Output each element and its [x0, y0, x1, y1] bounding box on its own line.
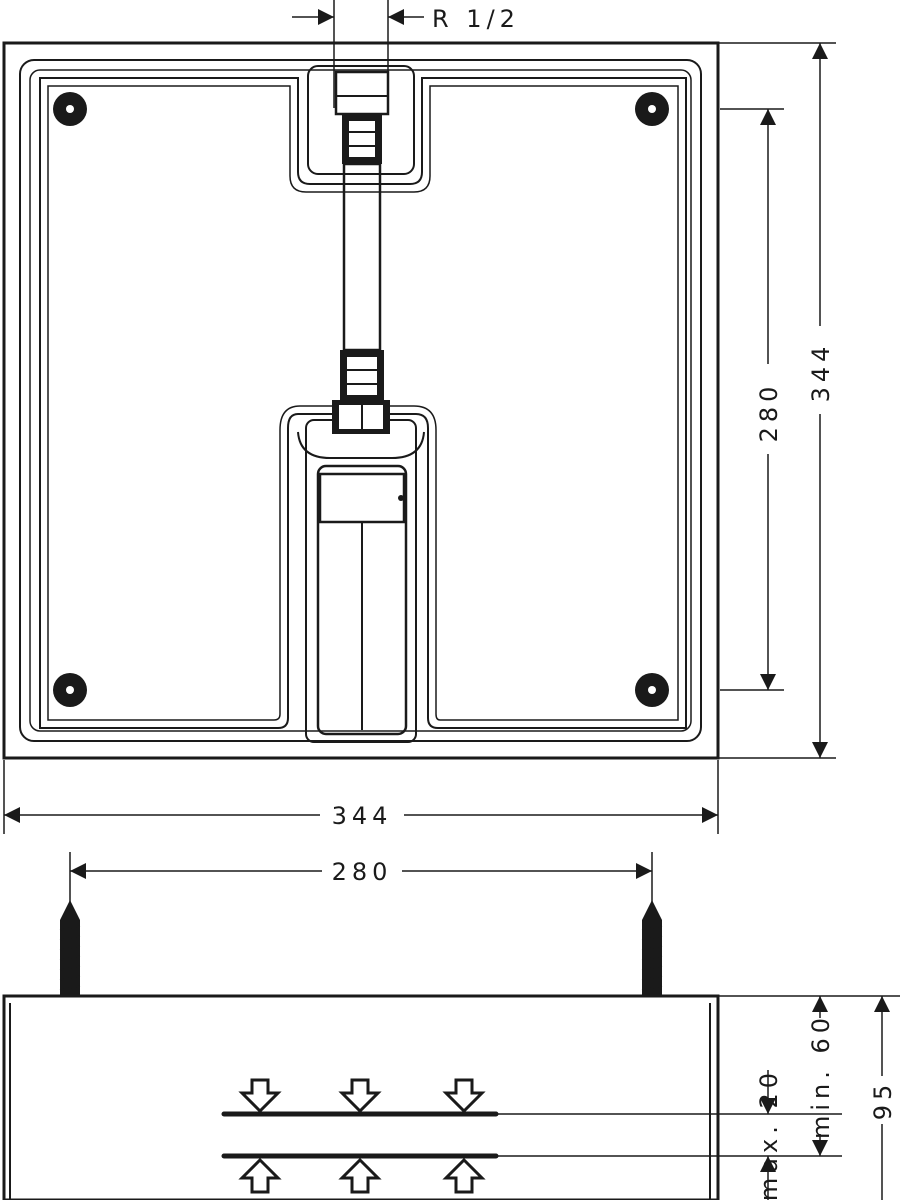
mounting-hole-icon: [53, 92, 87, 126]
height-value: 344: [807, 342, 835, 403]
side-height-value: 95: [869, 1080, 897, 1121]
max-clearance-label: max. 20: [755, 1068, 783, 1200]
arrow-up-icon: [338, 1157, 382, 1194]
mounting-hole-icon: [53, 673, 87, 707]
thread-size-label: R 1/2: [432, 5, 520, 33]
screw-spacing-value: 280: [755, 382, 783, 443]
dimension-width: 344: [3, 760, 719, 834]
screw-icon: [641, 900, 663, 996]
inner-frame-bevel: [29, 69, 692, 732]
dimension-height-95: 95: [869, 996, 897, 1200]
tray-outline: [39, 77, 687, 729]
channel-cradle: [297, 431, 425, 459]
side-screw-spacing-value: 280: [332, 858, 393, 886]
mounting-hole-icon: [635, 673, 669, 707]
width-value: 344: [332, 802, 393, 830]
dimension-height: 344: [718, 42, 836, 759]
hose-assembly: [332, 70, 390, 434]
min-depth-label: min. 60: [807, 1013, 835, 1139]
dimension-screw-spacing-horizontal: 280: [69, 852, 653, 904]
arrow-up-icon: [238, 1157, 282, 1194]
thread-callout: R 1/2: [292, 0, 520, 108]
arrow-down-icon: [338, 1078, 382, 1114]
mounting-hole-icon: [635, 92, 669, 126]
dimension-max-20: max. 20: [755, 1068, 783, 1200]
top-view: R 1/2 344 344 280: [2, 0, 836, 834]
side-housing: [2, 994, 720, 1200]
screw-icon: [59, 900, 81, 996]
connection-pocket: [307, 65, 415, 175]
dimension-screw-spacing-vertical: 280: [720, 108, 784, 691]
arrow-up-icon: [442, 1157, 486, 1194]
housing-outline: [2, 41, 720, 760]
arrow-down-icon: [238, 1078, 282, 1114]
arrow-down-icon: [442, 1078, 486, 1114]
dimension-min-60: min. 60: [807, 996, 835, 1156]
valve-body: [316, 464, 408, 736]
tray-inner-outline: [47, 85, 679, 721]
side-view: 280 max. 2: [2, 852, 900, 1200]
